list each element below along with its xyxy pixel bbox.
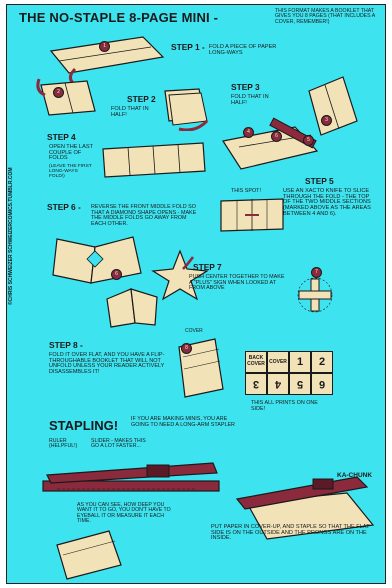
step6-label: STEP 6 - [47, 203, 81, 212]
step8-booklet-illustration [171, 335, 233, 401]
step4-label: STEP 4 [47, 133, 76, 142]
stapling-instruction: PUT PAPER IN COVER-UP, AND STAPLE SO THA… [211, 525, 375, 542]
step3-fold-illustration [159, 85, 215, 131]
slider-label: SLIDER - MAKES THIS GO A LOT FASTER... [91, 439, 147, 450]
grid-cell-page-1: 1 [289, 351, 311, 373]
poster-title: THE NO-STAPLE 8-PAGE MINI - [19, 11, 218, 24]
step8-number-badge: 8 [181, 343, 192, 354]
step2-text: FOLD THAT IN HALF! [111, 107, 157, 118]
step5-text: USE AN XACTO KNIFE TO SLICE THROUGH THE … [283, 189, 371, 218]
this-spot-illustration [217, 195, 287, 235]
grid-cell-page-3: 3 [245, 373, 267, 395]
plus-sign-illustration [295, 275, 335, 315]
step7-number-badge: 7 [311, 267, 322, 278]
step5-number-badge: 5 [303, 135, 314, 146]
step7-text: PUSH CENTER TOGETHER TO MAKE A "PLUS" SI… [189, 275, 285, 292]
step6-number-badge: 6 [111, 269, 122, 280]
depth-note: AS YOU CAN SEE, HOW DEEP YOU WANT IT TO … [77, 503, 177, 524]
stapling-heading: STAPLING! [49, 419, 118, 432]
grid-cell-cover: COVER [267, 351, 289, 373]
instruction-poster: THE NO-STAPLE 8-PAGE MINI - THIS FORMAT … [6, 4, 386, 584]
step1-label: STEP 1 - [171, 43, 205, 52]
knife-marker-4-badge: 4 [243, 127, 254, 138]
step5-knife-illustration [217, 117, 327, 179]
step2-number-badge: 2 [53, 87, 64, 98]
step4-unfolded-illustration [99, 137, 209, 187]
step4-note: (LEAVE THE FIRST LONG-WAYS FOLD!) [49, 165, 93, 180]
step1-number-badge: 1 [99, 41, 110, 52]
grid-cell-page-6: 6 [311, 373, 333, 395]
ruler-label: RULER (HELPFUL!) [49, 439, 85, 450]
step3-text: FOLD THAT IN HALF! [231, 95, 279, 106]
format-note: THIS FORMAT MAKES A BOOKLET THAT GIVES Y… [275, 9, 379, 25]
grid-cell-page-4: 4 [267, 373, 289, 395]
paper-stack-illustration [47, 525, 127, 581]
step6-text: REVERSE THE FRONT MIDDLE FOLD SO THAT A … [91, 205, 201, 227]
step6-diamond-illustration [47, 229, 147, 289]
stapling-intro: IF YOU ARE MAKING MINIS, YOU ARE GOING T… [131, 417, 235, 428]
grid-cell-page-5: 5 [289, 373, 311, 395]
credit-text: ©CHRIS SCHWEIZER SCHWEIZERCOMICS.TUMBLR.… [9, 155, 14, 305]
long-arm-stapler-illustration [37, 453, 227, 501]
step5-label: STEP 5 [305, 177, 334, 186]
grid-cell-back-cover: BACK COVER [245, 351, 267, 373]
step8-label: STEP 8 - [49, 341, 83, 350]
step7-label: STEP 7 [193, 263, 222, 272]
step3-label: STEP 3 [231, 83, 260, 92]
cover-tag: COVER [185, 329, 203, 334]
step2-label: STEP 2 [127, 95, 156, 104]
step8-text: FOLD IT OVER FLAT, AND YOU HAVE A FLIP-T… [49, 353, 167, 375]
step2-fold-illustration [35, 75, 105, 125]
step1-text: FOLD A PIECE OF PAPER LONG-WAYS [209, 45, 279, 56]
knife-marker-6-badge: 6 [271, 131, 282, 142]
this-spot-label: THIS SPOT! [231, 189, 261, 195]
step4-text: OPEN THE LAST COUPLE OF FOLDS [49, 145, 93, 162]
grid-caption: THIS ALL PRINTS ON ONE SIDE! [251, 401, 319, 412]
grid-cell-page-2: 2 [311, 351, 333, 373]
